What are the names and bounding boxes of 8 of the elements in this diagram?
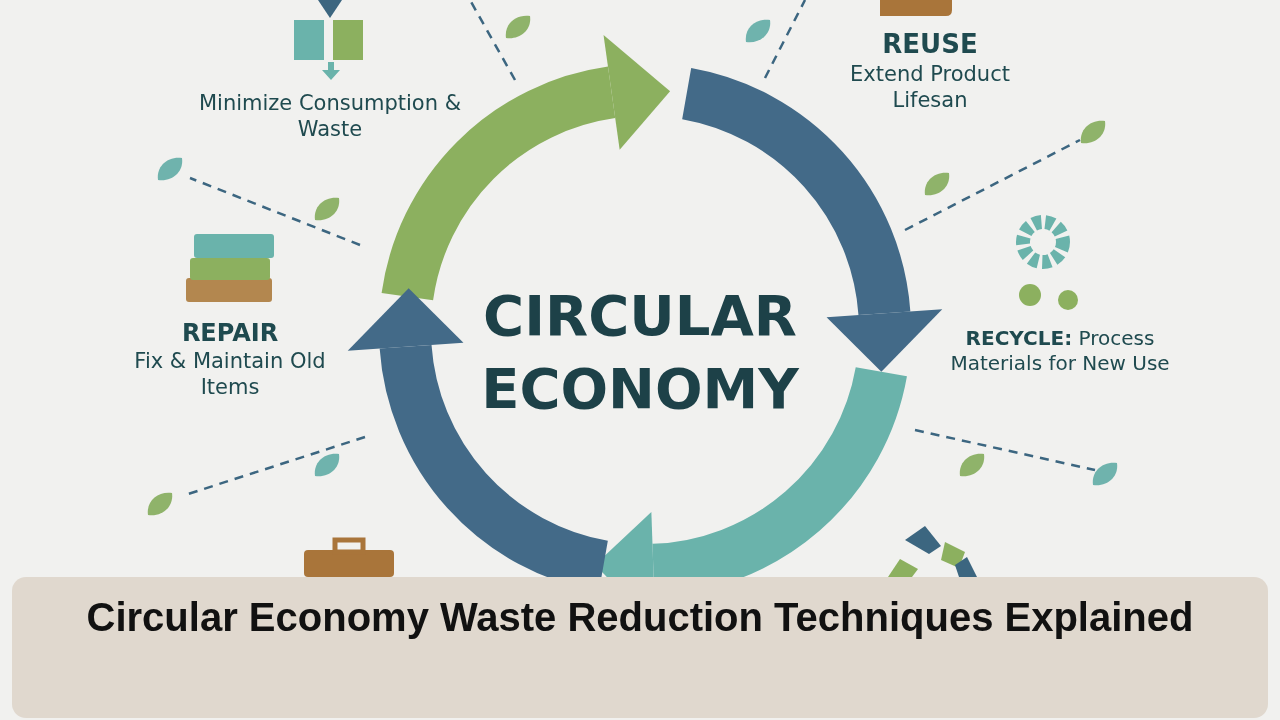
step-heading: REPAIR [180,318,280,348]
step-description: Fix & Maintain Old Items [133,348,327,401]
title: Circular Economy Waste Reduction Techniques Explained [85,594,1195,641]
step-description: Extend Product Lifesan [849,60,1011,113]
step-description: RECYCLE: Process Materials for New Use [950,326,1170,376]
center-label: CIRCULAR ECONOMY [480,282,800,423]
step-description: Minimize Consumption & Waste [197,90,463,143]
step-heading: REUSE [881,28,979,61]
